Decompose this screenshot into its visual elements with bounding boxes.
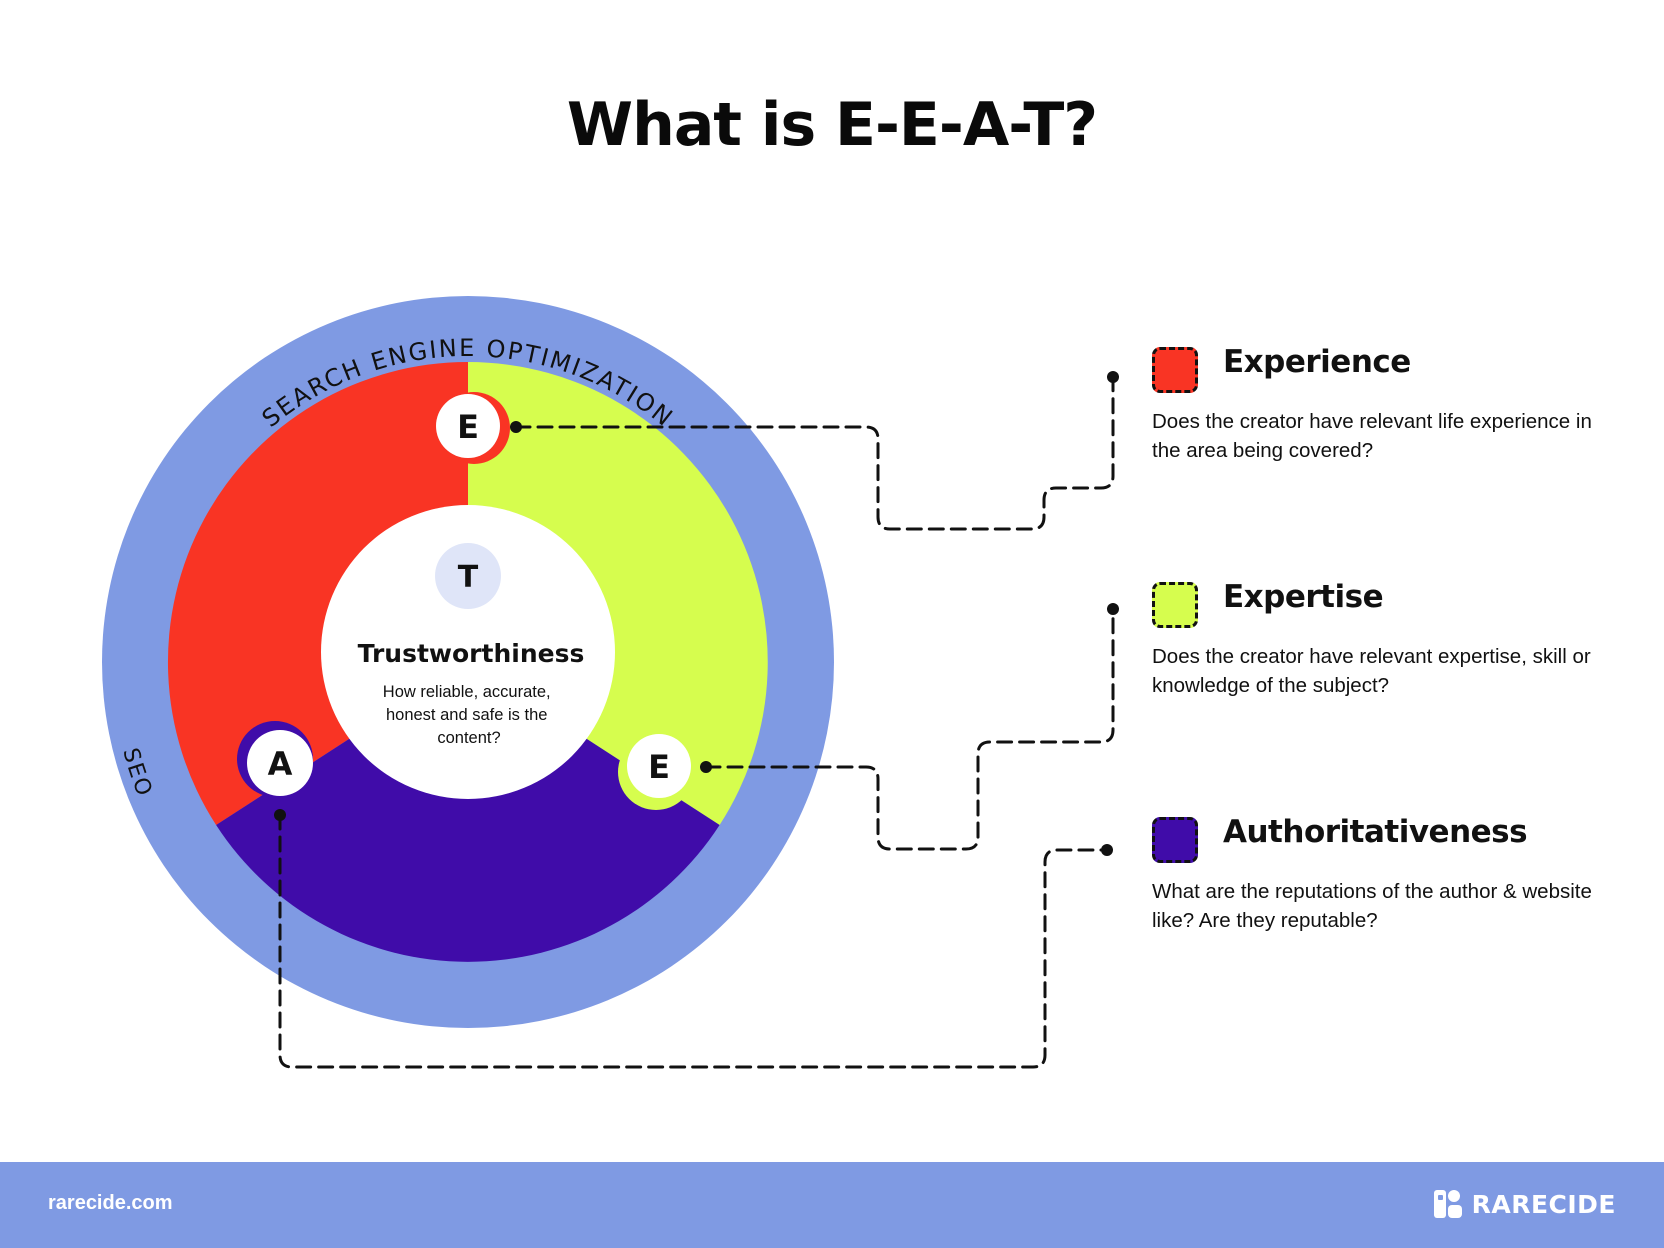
center-badge-letter: T [458,560,479,595]
connector-authoritativeness [278,813,1109,1069]
connector-expertise [704,607,1115,851]
center-heading: Trustworthiness [358,639,585,668]
connector-dot-authoritativeness-end [1101,844,1113,856]
rarecide-logo-icon [1433,1190,1462,1218]
connectors [278,375,1115,1069]
badge-expertise: E [618,734,694,810]
connector-dot-expertise-start [700,761,712,773]
badge-experience: E [436,392,510,464]
center-badge [435,543,501,609]
page-title: What is E-E-A-T? [566,90,1098,160]
center-circle [321,505,615,799]
legend-description-experience: Does the creator have relevant life expe… [1152,410,1592,462]
legend-title-expertise: Expertise [1223,579,1384,615]
footer-brand-name: RARECIDE [1471,1189,1616,1219]
footer-url-link[interactable]: rarecide.com [48,1192,173,1214]
legend-description-authoritativeness: What are the reputations of the author &… [1152,880,1592,932]
badge-experience-letter: E [457,408,479,446]
center-description-line-2: honest and safe is the [386,706,547,724]
connector-dot-experience-start [510,421,522,433]
eeat-diagram: SEARCH ENGINE OPTIMIZATION SEO E E A T T… [102,296,1119,1069]
legend-title-authoritativeness: Authoritativeness [1223,814,1528,850]
segment-authoritativeness [216,662,720,962]
connector-dot-experience-end [1107,371,1119,383]
legend-title-experience: Experience [1223,344,1411,380]
center-description: How reliable, accurate, honest and safe … [383,683,555,747]
footer-brand: RARECIDE [1432,1187,1616,1221]
legend-swatch-authoritativeness [1152,817,1198,863]
connector-experience [514,375,1115,531]
connector-dots [274,371,1119,856]
footer: rarecide.com RARECIDE [0,1162,1664,1248]
legend-swatch-experience [1152,347,1198,393]
legend-description-expertise: Does the creator have relevant expertise… [1152,645,1591,697]
center-description-line-1: How reliable, accurate, [383,683,551,701]
legend-swatch-expertise [1152,582,1198,628]
badge-expertise-letter: E [648,748,670,786]
connector-dot-authoritativeness-start [274,809,286,821]
connector-dot-expertise-end [1107,603,1119,615]
center-description-line-3: content? [437,729,500,747]
badge-authoritativeness-letter: A [268,745,293,783]
badge-authoritativeness: A [237,721,313,797]
